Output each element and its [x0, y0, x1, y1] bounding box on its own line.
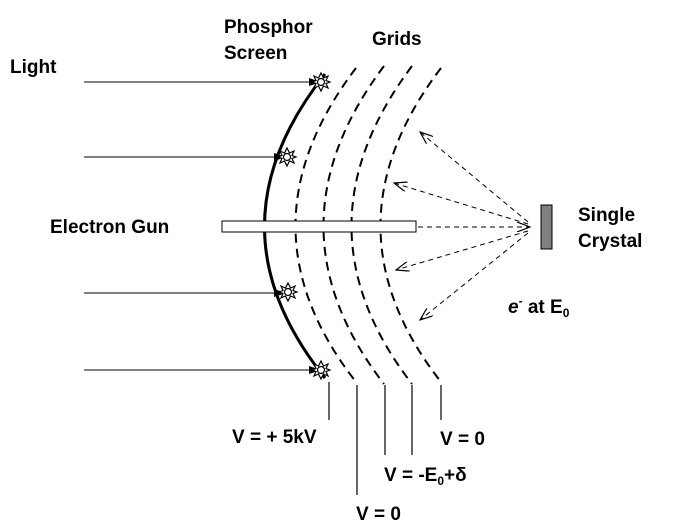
- middle-grids-voltage-subscript: 0: [437, 474, 445, 488]
- sunburst-icon: [277, 281, 299, 303]
- diffracted-beam-1: [420, 132, 529, 223]
- grid-arc-3: [350, 65, 413, 385]
- light-arrows: [84, 78, 321, 374]
- phosphor-screen-label-line2: Screen: [224, 43, 288, 64]
- single-crystal-sample: [540, 204, 553, 250]
- electron-energy-label: e- at E0: [508, 295, 570, 320]
- grids-label: Grids: [372, 29, 422, 50]
- electron-charge-superscript: -: [518, 294, 523, 308]
- diffracted-beam-2: [394, 183, 529, 225]
- diffracted-beam-3: [396, 230, 529, 270]
- single-crystal-label-line1: Single: [578, 205, 636, 226]
- middle-grids-voltage-prefix: V = -E: [384, 465, 438, 486]
- voltage-leads: [328, 382, 442, 495]
- middle-grids-voltage-suffix: +δ: [444, 465, 467, 486]
- middle-grids-voltage-label: V = -E0+δ: [384, 465, 467, 488]
- sunburst-icon: [310, 71, 332, 93]
- electron-gun-tube: [221, 220, 417, 233]
- inner-grid-voltage-label: V = 0: [356, 504, 401, 525]
- electron-energy-text: at E: [522, 297, 563, 318]
- single-crystal-label-line2: Crystal: [578, 231, 643, 252]
- diffracted-beams: [394, 132, 529, 320]
- electron-symbol: e: [508, 297, 519, 318]
- phosphor-spots: [276, 71, 332, 381]
- light-label: Light: [10, 57, 57, 78]
- grid-arc-2: [322, 65, 385, 385]
- phosphor-screen-label-line1: Phosphor: [224, 17, 313, 38]
- energy-subscript: 0: [562, 306, 570, 320]
- electron-gun-label: Electron Gun: [50, 217, 170, 238]
- screen-voltage-label: V = + 5kV: [232, 427, 317, 448]
- sunburst-icon: [310, 359, 332, 381]
- outer-grid-voltage-label: V = 0: [440, 429, 485, 450]
- sunburst-icon: [276, 146, 298, 168]
